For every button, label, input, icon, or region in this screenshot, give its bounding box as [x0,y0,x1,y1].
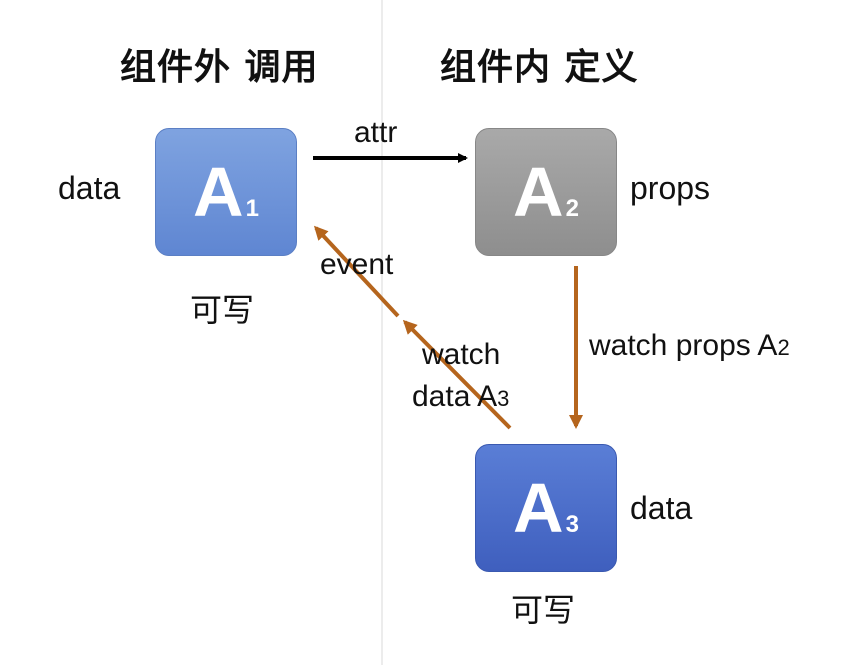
edge-event-label: event [320,248,394,281]
arrow-watch-data [402,319,512,430]
center-divider [381,0,383,665]
heading-outside: 组件外 调用 [120,47,319,88]
node-a1-sub: 1 [245,195,259,222]
node-a1-below-label: 可写 [190,291,255,329]
edge-watch-data-sub: 3 [497,386,510,411]
edge-watch-data-text: data A [412,380,498,413]
edge-watch-props-text: watch props A [589,329,778,362]
edge-watch-props-sub: 2 [777,335,790,360]
node-a2-side-label: props [630,170,711,206]
node-a2-letter: A [513,153,564,231]
node-a3-letter: A [513,469,564,547]
node-a1-side-label: data [58,170,121,206]
node-a1-letter: A [193,153,244,231]
node-a3-below-label: 可写 [511,591,576,629]
arrow-event [313,225,400,318]
edge-attr-label: attr [354,116,398,149]
node-a3-sub: 3 [565,511,579,538]
heading-inside: 组件内 定义 [440,47,639,88]
node-a3-side-label: data [630,490,693,526]
node-a2-sub: 2 [565,195,579,222]
edge-watch-data-line1: watch [422,338,501,371]
edge-watch-data-line2: data A3 [412,382,509,412]
edge-watch-props-label: watch props A2 [589,331,790,361]
